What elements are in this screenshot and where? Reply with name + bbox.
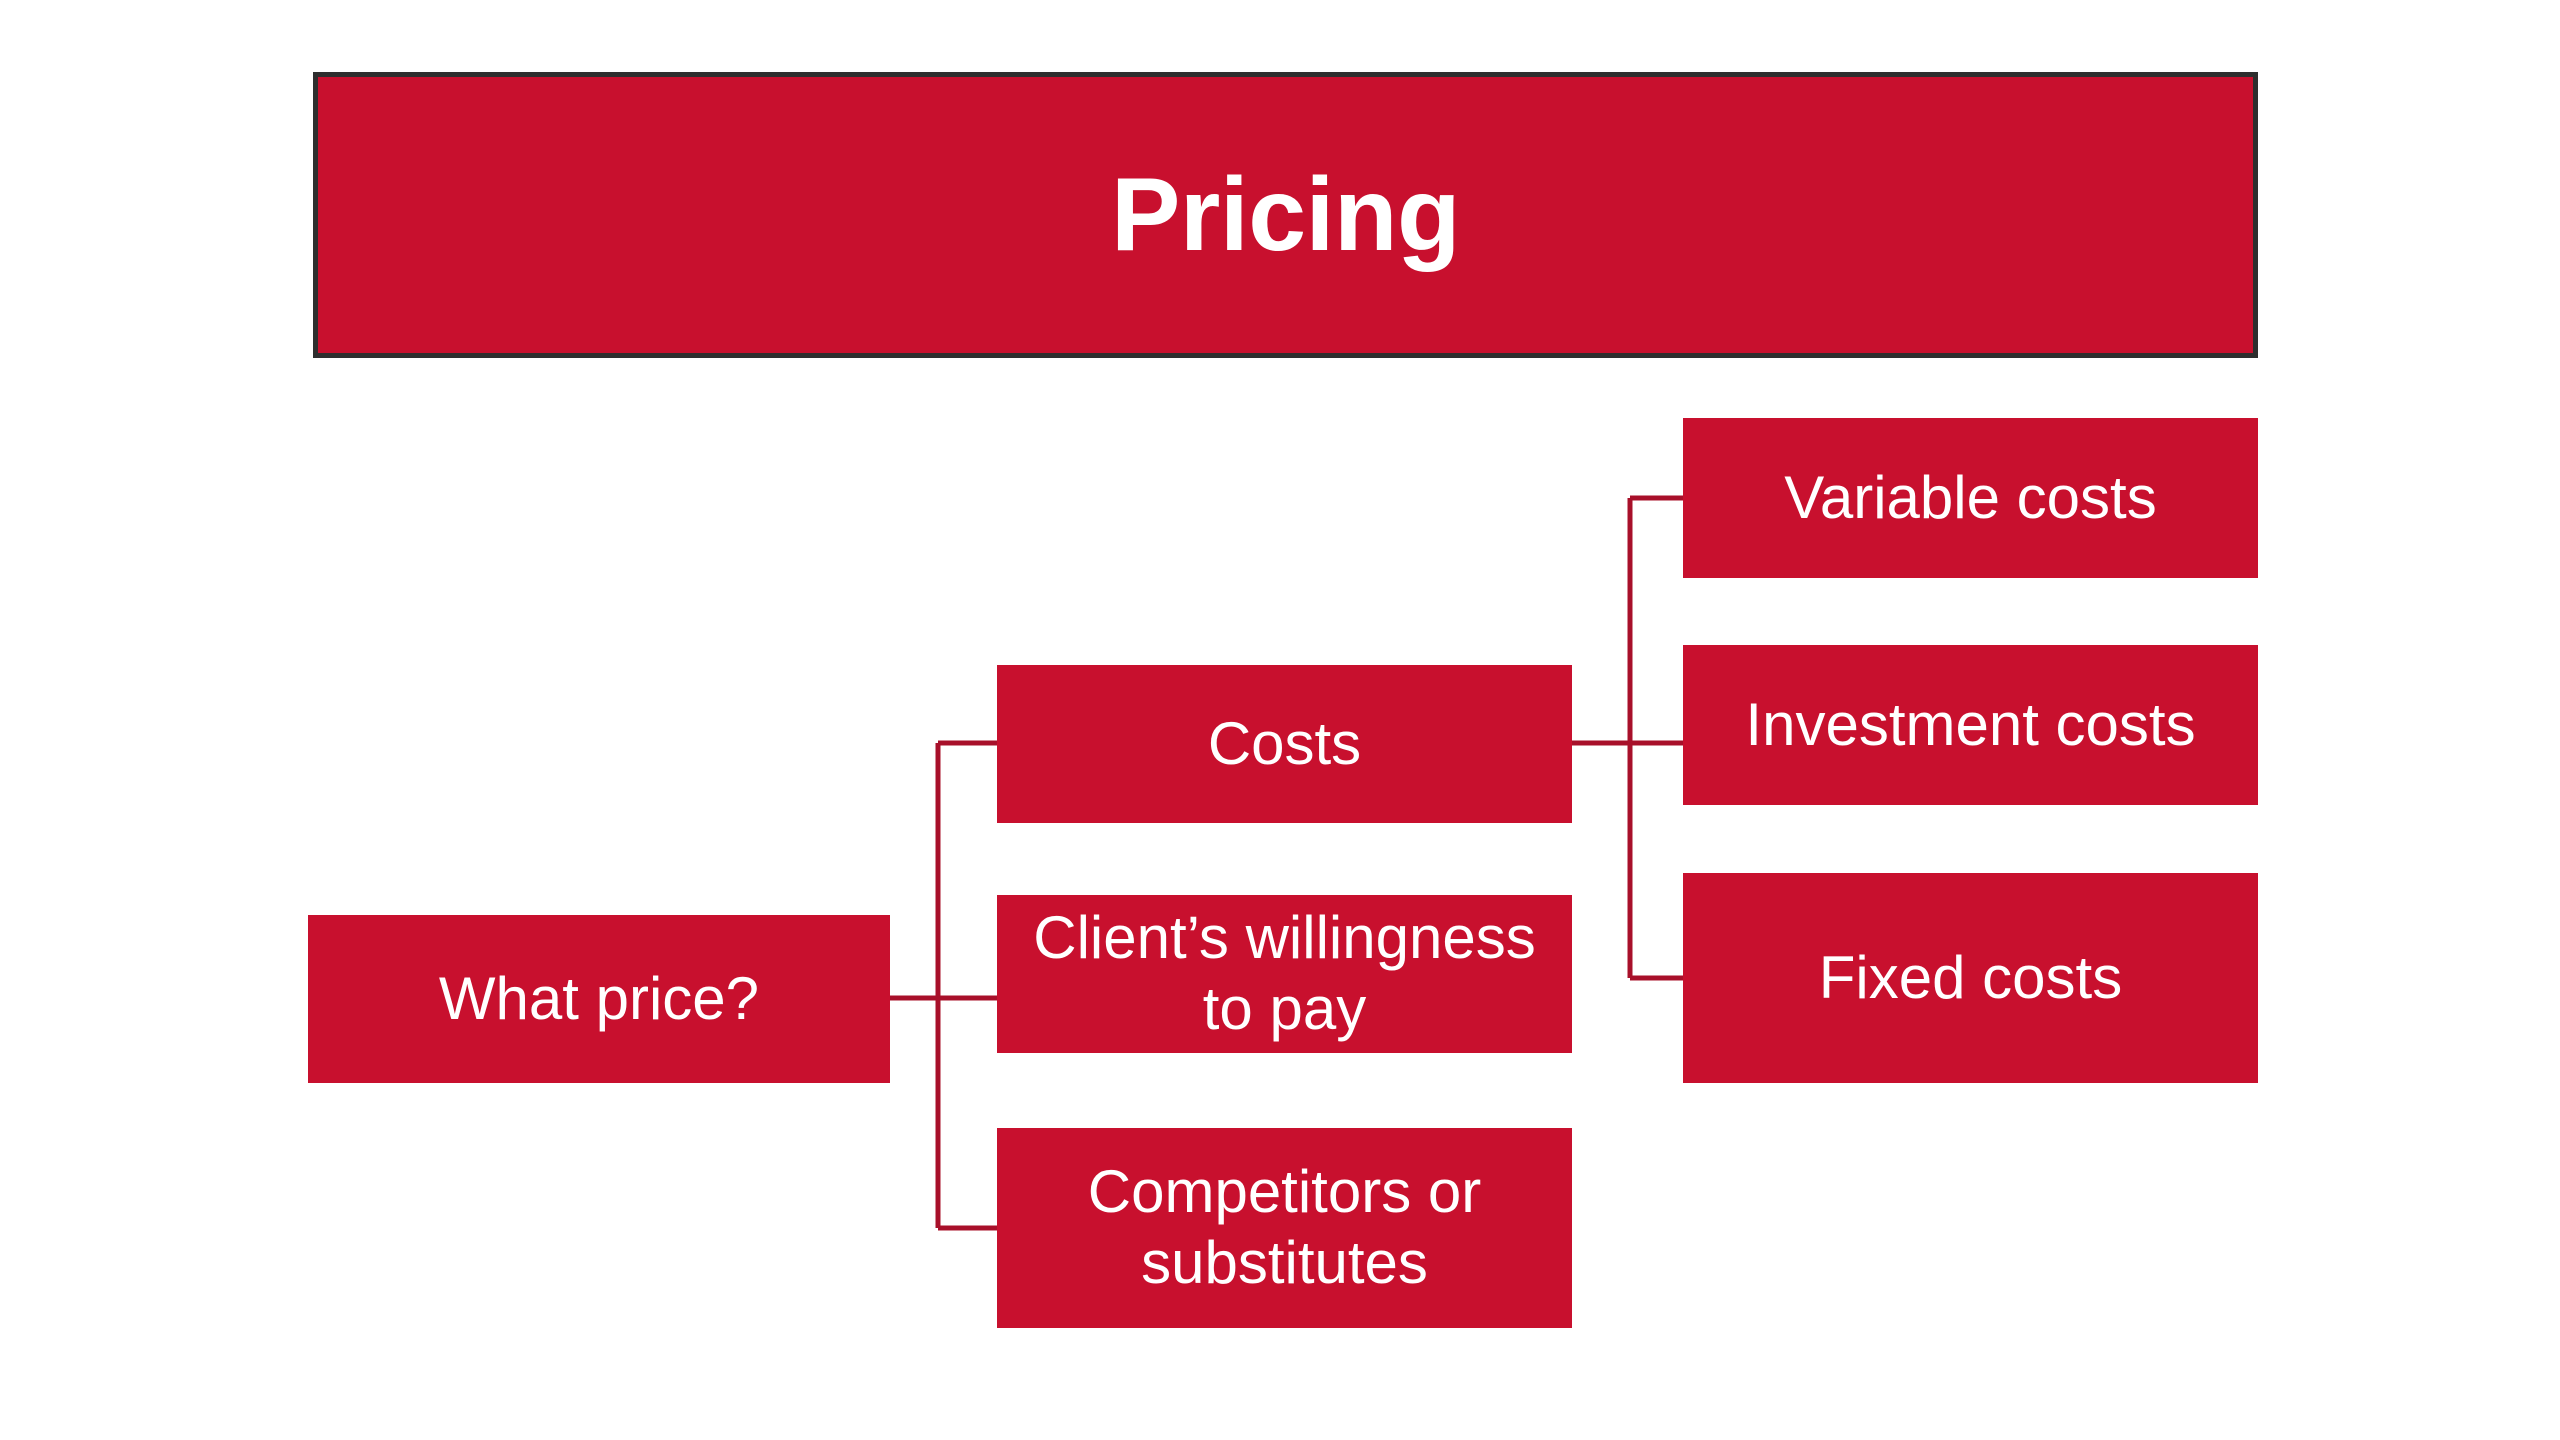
node-what-price[interactable]: What price? xyxy=(308,915,890,1083)
node-competitors-substitutes-label: Competitors or substitutes xyxy=(1087,1158,1482,1296)
node-willingness-to-pay[interactable]: Client’s willingness to pay xyxy=(997,895,1572,1053)
slide-title-banner: Pricing xyxy=(313,72,2258,358)
node-investment-costs-label: Investment costs xyxy=(1745,690,2196,758)
node-fixed-costs[interactable]: Fixed costs xyxy=(1683,873,2258,1083)
node-competitors-substitutes[interactable]: Competitors or substitutes xyxy=(997,1128,1572,1328)
node-costs[interactable]: Costs xyxy=(997,665,1572,823)
node-costs-label: Costs xyxy=(1207,709,1362,777)
node-willingness-to-pay-label: Client’s willingness to pay xyxy=(1033,904,1536,1042)
page-title: Pricing xyxy=(1110,157,1461,273)
node-variable-costs-label: Variable costs xyxy=(1784,463,2157,531)
node-investment-costs[interactable]: Investment costs xyxy=(1683,645,2258,805)
node-fixed-costs-label: Fixed costs xyxy=(1818,943,2123,1011)
node-variable-costs[interactable]: Variable costs xyxy=(1683,418,2258,578)
node-what-price-label: What price? xyxy=(438,964,760,1032)
